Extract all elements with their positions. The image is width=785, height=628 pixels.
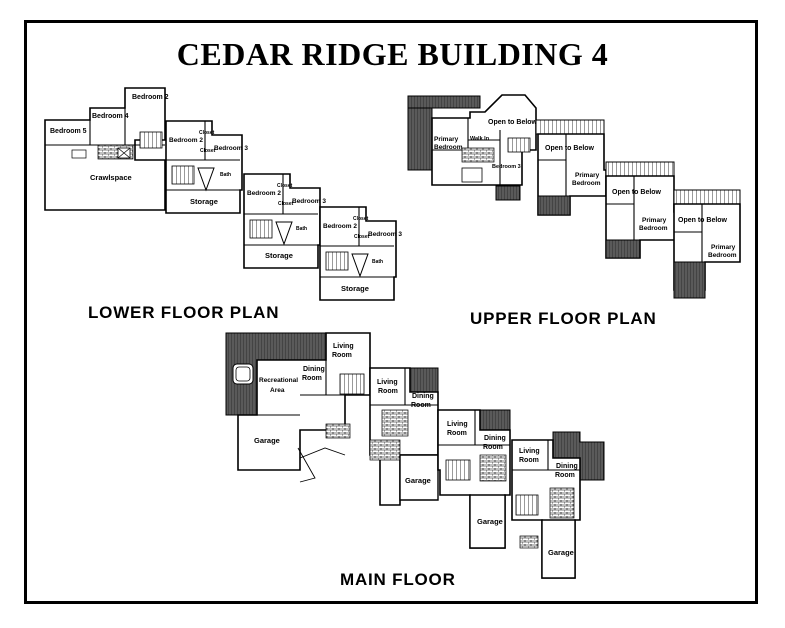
lower-u4-bath: Bath xyxy=(372,259,383,265)
upper-u2-primary-line2: Bedroom xyxy=(572,180,601,187)
upper-u4-primary-line2: Bedroom xyxy=(708,252,737,259)
upper-u3-primary-line2: Bedroom xyxy=(639,225,668,232)
lower-u2-bedroom2: Bedroom 2 xyxy=(169,137,203,144)
main-unit-4: Living Room Dining Room Garage xyxy=(511,431,605,579)
upper-unit-3: Open to Below Primary Bedroom xyxy=(605,161,677,259)
main-u4-dining-line1: Dining xyxy=(556,463,578,470)
lower-u2-bath: Bath xyxy=(220,172,231,178)
lower-u1-crawlspace: Crawlspace xyxy=(90,173,132,182)
upper-u3-primary-line1: Primary xyxy=(642,217,667,224)
upper-floor-caption: UPPER FLOOR PLAN xyxy=(470,309,657,328)
page-border xyxy=(24,20,758,604)
upper-u4-open-to-below: Open to Below xyxy=(678,217,728,224)
stairs xyxy=(339,373,365,395)
lower-u4-bedroom2: Bedroom 2 xyxy=(323,223,357,230)
lower-u2-closet1: Closet xyxy=(199,130,215,136)
lower-u1-bedroom5: Bedroom 5 xyxy=(50,128,87,135)
main-u1-living-line2: Room xyxy=(332,352,352,359)
lower-unit-1: Bedroom 5 Bedroom 4 Bedroom 2 Crawlspace xyxy=(44,87,169,211)
main-floor-plan: Living Room Dining Room Recreational Are… xyxy=(225,332,605,579)
main-floor-caption: MAIN FLOOR xyxy=(340,570,456,589)
main-u2-dining-line1: Dining xyxy=(412,393,434,400)
upper-u3-open-to-below: Open to Below xyxy=(612,189,662,196)
upper-u1-primary-line2: Bedroom xyxy=(434,144,463,151)
lower-u2-bedroom3: Bedroom 3 xyxy=(214,145,248,152)
lower-floor-caption: LOWER FLOOR PLAN xyxy=(88,303,280,322)
lower-u2-closet2: Closet xyxy=(200,148,216,154)
main-u1-living-line1: Living xyxy=(333,343,354,350)
upper-u4-primary-line1: Primary xyxy=(711,244,736,251)
upper-u2-open-to-below: Open to Below xyxy=(545,145,595,152)
main-u1-dining-line2: Room xyxy=(302,375,322,382)
stairs xyxy=(325,251,349,271)
main-unit-1: Living Room Dining Room Recreational Are… xyxy=(225,332,371,483)
main-u1-rec-line1: Recreational xyxy=(259,377,298,384)
main-u2-dining-line2: Room xyxy=(411,402,431,409)
lower-u3-bath: Bath xyxy=(296,226,307,232)
stairs xyxy=(249,219,273,239)
main-u2-living-line1: Living xyxy=(377,379,398,386)
lower-u3-bedroom3: Bedroom 3 xyxy=(292,198,326,205)
main-u3-dining-line2: Room xyxy=(483,444,503,451)
upper-unit-4: Open to Below Primary Bedroom xyxy=(673,189,741,299)
upper-unit-2: Open to Below Primary Bedroom xyxy=(535,119,607,216)
lower-u3-closet1: Closet xyxy=(277,183,293,189)
lower-unit-4: Bedroom 2 Bedroom 3 Closet Closet Bath S… xyxy=(319,206,402,301)
main-u4-garage: Garage xyxy=(548,548,574,557)
main-u4-living-line1: Living xyxy=(519,448,540,455)
upper-u1-walk-in: Walk In xyxy=(470,136,490,142)
main-u2-living-line2: Room xyxy=(378,388,398,395)
lower-u4-storage: Storage xyxy=(341,284,369,293)
lower-u4-bedroom3: Bedroom 3 xyxy=(368,231,402,238)
main-u3-living-line2: Room xyxy=(447,430,467,437)
main-u3-garage: Garage xyxy=(477,517,503,526)
upper-u1-open-to-below: Open to Below xyxy=(488,119,538,126)
lower-u2-storage: Storage xyxy=(190,197,218,206)
lower-u4-closet2: Closet xyxy=(354,234,370,240)
stairs xyxy=(507,137,531,153)
main-unit-3: Living Room Dining Room Garage xyxy=(437,409,511,549)
main-u3-dining-line1: Dining xyxy=(484,435,506,442)
lower-u3-bedroom2: Bedroom 2 xyxy=(247,190,281,197)
main-u4-living-line2: Room xyxy=(519,457,539,464)
lower-u1-bedroom4: Bedroom 4 xyxy=(92,113,129,120)
lower-unit-3: Bedroom 2 Bedroom 3 Closet Closet Bath S… xyxy=(243,173,326,269)
upper-floor-plan: Primary Bedroom Open to Below Walk In Be… xyxy=(407,94,741,299)
stairs xyxy=(171,165,195,185)
lower-unit-2: Bedroom 2 Bedroom 3 Closet Closet Bath S… xyxy=(165,120,248,214)
main-u3-living-line1: Living xyxy=(447,421,468,428)
upper-unit-1: Primary Bedroom Open to Below Walk In Be… xyxy=(407,94,538,201)
lower-u4-closet1: Closet xyxy=(353,216,369,222)
main-u4-dining-line2: Room xyxy=(555,472,575,479)
main-u1-rec-line2: Area xyxy=(270,387,285,394)
page-title: CEDAR RIDGE BUILDING 4 xyxy=(176,36,609,72)
lower-u3-storage: Storage xyxy=(265,251,293,260)
upper-u1-primary-line1: Primary xyxy=(434,136,459,143)
upper-u2-primary-line1: Primary xyxy=(575,172,600,179)
lower-u1-bedroom2: Bedroom 2 xyxy=(132,94,169,101)
stairs xyxy=(515,494,539,516)
main-u1-dining-line1: Dining xyxy=(303,366,325,373)
stairs xyxy=(139,131,163,149)
lower-floor-plan: Bedroom 5 Bedroom 4 Bedroom 2 Crawlspace… xyxy=(44,87,402,301)
upper-u1-bedroom3: Bedroom 3 xyxy=(492,164,521,170)
lower-u3-closet2: Closet xyxy=(278,201,294,207)
main-unit-2: Living Room Dining Room Garage xyxy=(369,367,439,506)
main-u2-garage: Garage xyxy=(405,476,431,485)
main-u1-garage: Garage xyxy=(254,436,280,445)
stairs xyxy=(445,459,471,481)
